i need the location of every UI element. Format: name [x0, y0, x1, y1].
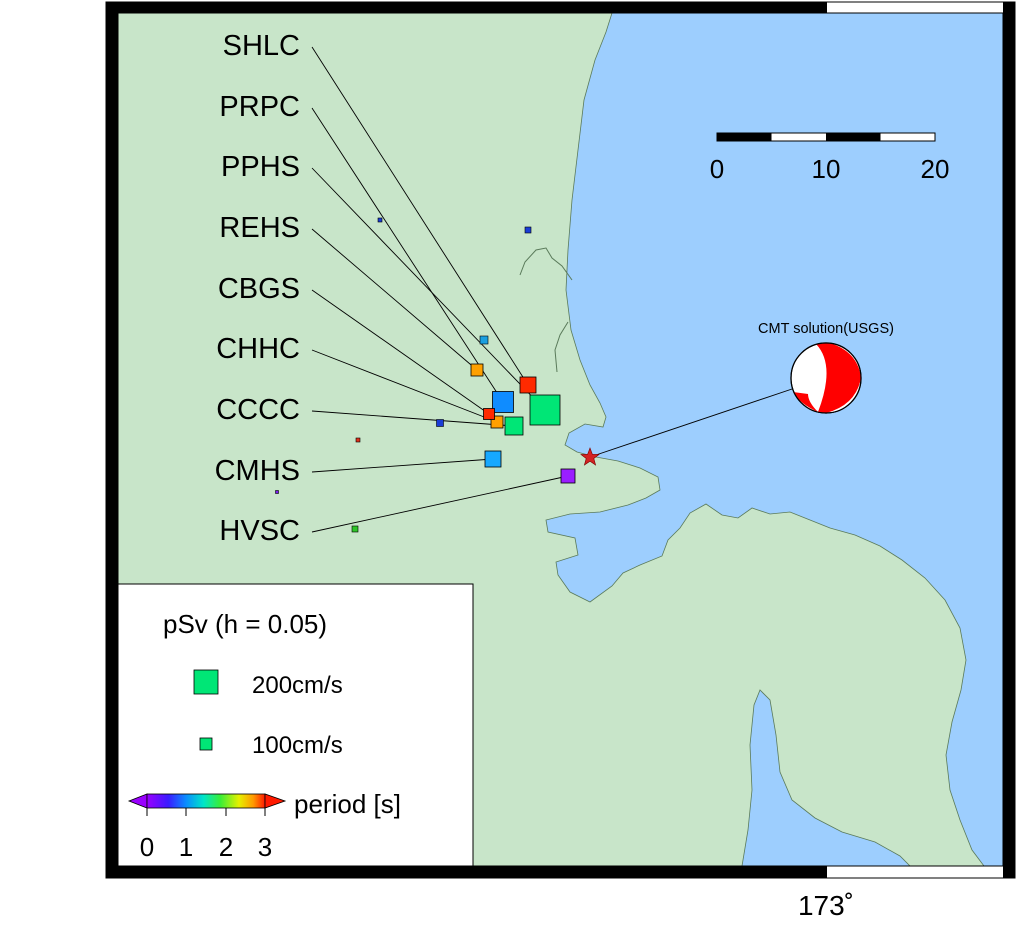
colorbar-tick-0: 0: [140, 832, 154, 862]
colorbar-tick-3: 3: [258, 832, 272, 862]
station-marker-prpc: [492, 391, 514, 413]
station-marker-hvsc: [560, 468, 576, 484]
longitude-label: 173˚: [798, 890, 854, 921]
cmt-leader-line: [589, 387, 796, 458]
leader-cbgs: [311, 289, 490, 415]
leader-cmhs: [311, 458, 494, 473]
scale-tick-10: 10: [812, 154, 841, 184]
station-marker-pphs: [529, 394, 561, 426]
station-markers: [470, 363, 576, 484]
scale-tick-0: 0: [710, 154, 724, 184]
colorbar-high-arrow: [264, 793, 287, 809]
station-marker-cbgs: [483, 408, 495, 420]
station-label-prpc: PRPC: [219, 91, 300, 123]
small-site-marker: [436, 419, 444, 427]
station-marker-cmhs: [484, 450, 502, 468]
epicenter-star-icon: [580, 447, 600, 466]
small-site-marker: [524, 226, 532, 234]
map-frame: [105, 1, 1016, 879]
leader-cccc: [311, 410, 515, 427]
harbour-inlet: [741, 689, 911, 866]
leader-rehs: [311, 228, 478, 371]
small-site-marker: [275, 490, 279, 494]
scale-tick-20: 20: [921, 154, 950, 184]
colorbar-label: period [s]: [294, 789, 401, 819]
station-label-cccc: CCCC: [216, 394, 300, 426]
legend-size-100: [199, 737, 213, 751]
station-label-hvsc: HVSC: [219, 515, 300, 547]
station-marker-shlc: [519, 376, 537, 394]
leader-pphs: [311, 167, 546, 411]
legend-size-200: [193, 669, 219, 695]
station-label-shlc: SHLC: [223, 30, 300, 62]
small-site-marker: [377, 217, 383, 223]
station-label-cmhs: CMHS: [215, 455, 300, 487]
legend-label-200: 200cm/s: [252, 672, 343, 699]
leader-prpc: [311, 107, 504, 403]
station-label-pphs: PPHS: [221, 151, 300, 183]
station-labels: SHLC PRPC PPHS REHS CBGS CHHC CCCC CMHS HVSC: [215, 30, 300, 547]
legend: pSv (h = 0.05) 200cm/s 100cm/s period [s…: [117, 583, 474, 867]
colorbar-tick-1: 1: [179, 832, 193, 862]
leader-lines: [311, 46, 569, 533]
station-marker-cccc: [504, 416, 524, 436]
unlabeled-sites: [275, 217, 532, 533]
legend-title: pSv (h = 0.05): [163, 609, 327, 639]
station-label-chhc: CHHC: [216, 333, 300, 365]
river: [519, 247, 573, 281]
small-site-marker: [351, 525, 359, 533]
small-site-marker: [479, 335, 489, 345]
scale-bar: 0 10 20: [710, 132, 950, 184]
leader-shlc: [311, 46, 529, 386]
station-label-cbgs: CBGS: [218, 273, 300, 305]
beachball-icon: [790, 342, 862, 414]
colorbar-tick-2: 2: [219, 832, 233, 862]
small-site-marker: [355, 437, 361, 443]
leader-chhc: [311, 349, 498, 423]
leader-hvsc: [311, 475, 569, 533]
river-2: [554, 321, 569, 373]
station-marker-rehs: [470, 363, 484, 377]
station-label-rehs: REHS: [219, 212, 300, 244]
colorbar: [146, 793, 266, 809]
cmt-label: CMT solution(USGS): [758, 321, 894, 337]
legend-label-100: 100cm/s: [252, 732, 343, 759]
